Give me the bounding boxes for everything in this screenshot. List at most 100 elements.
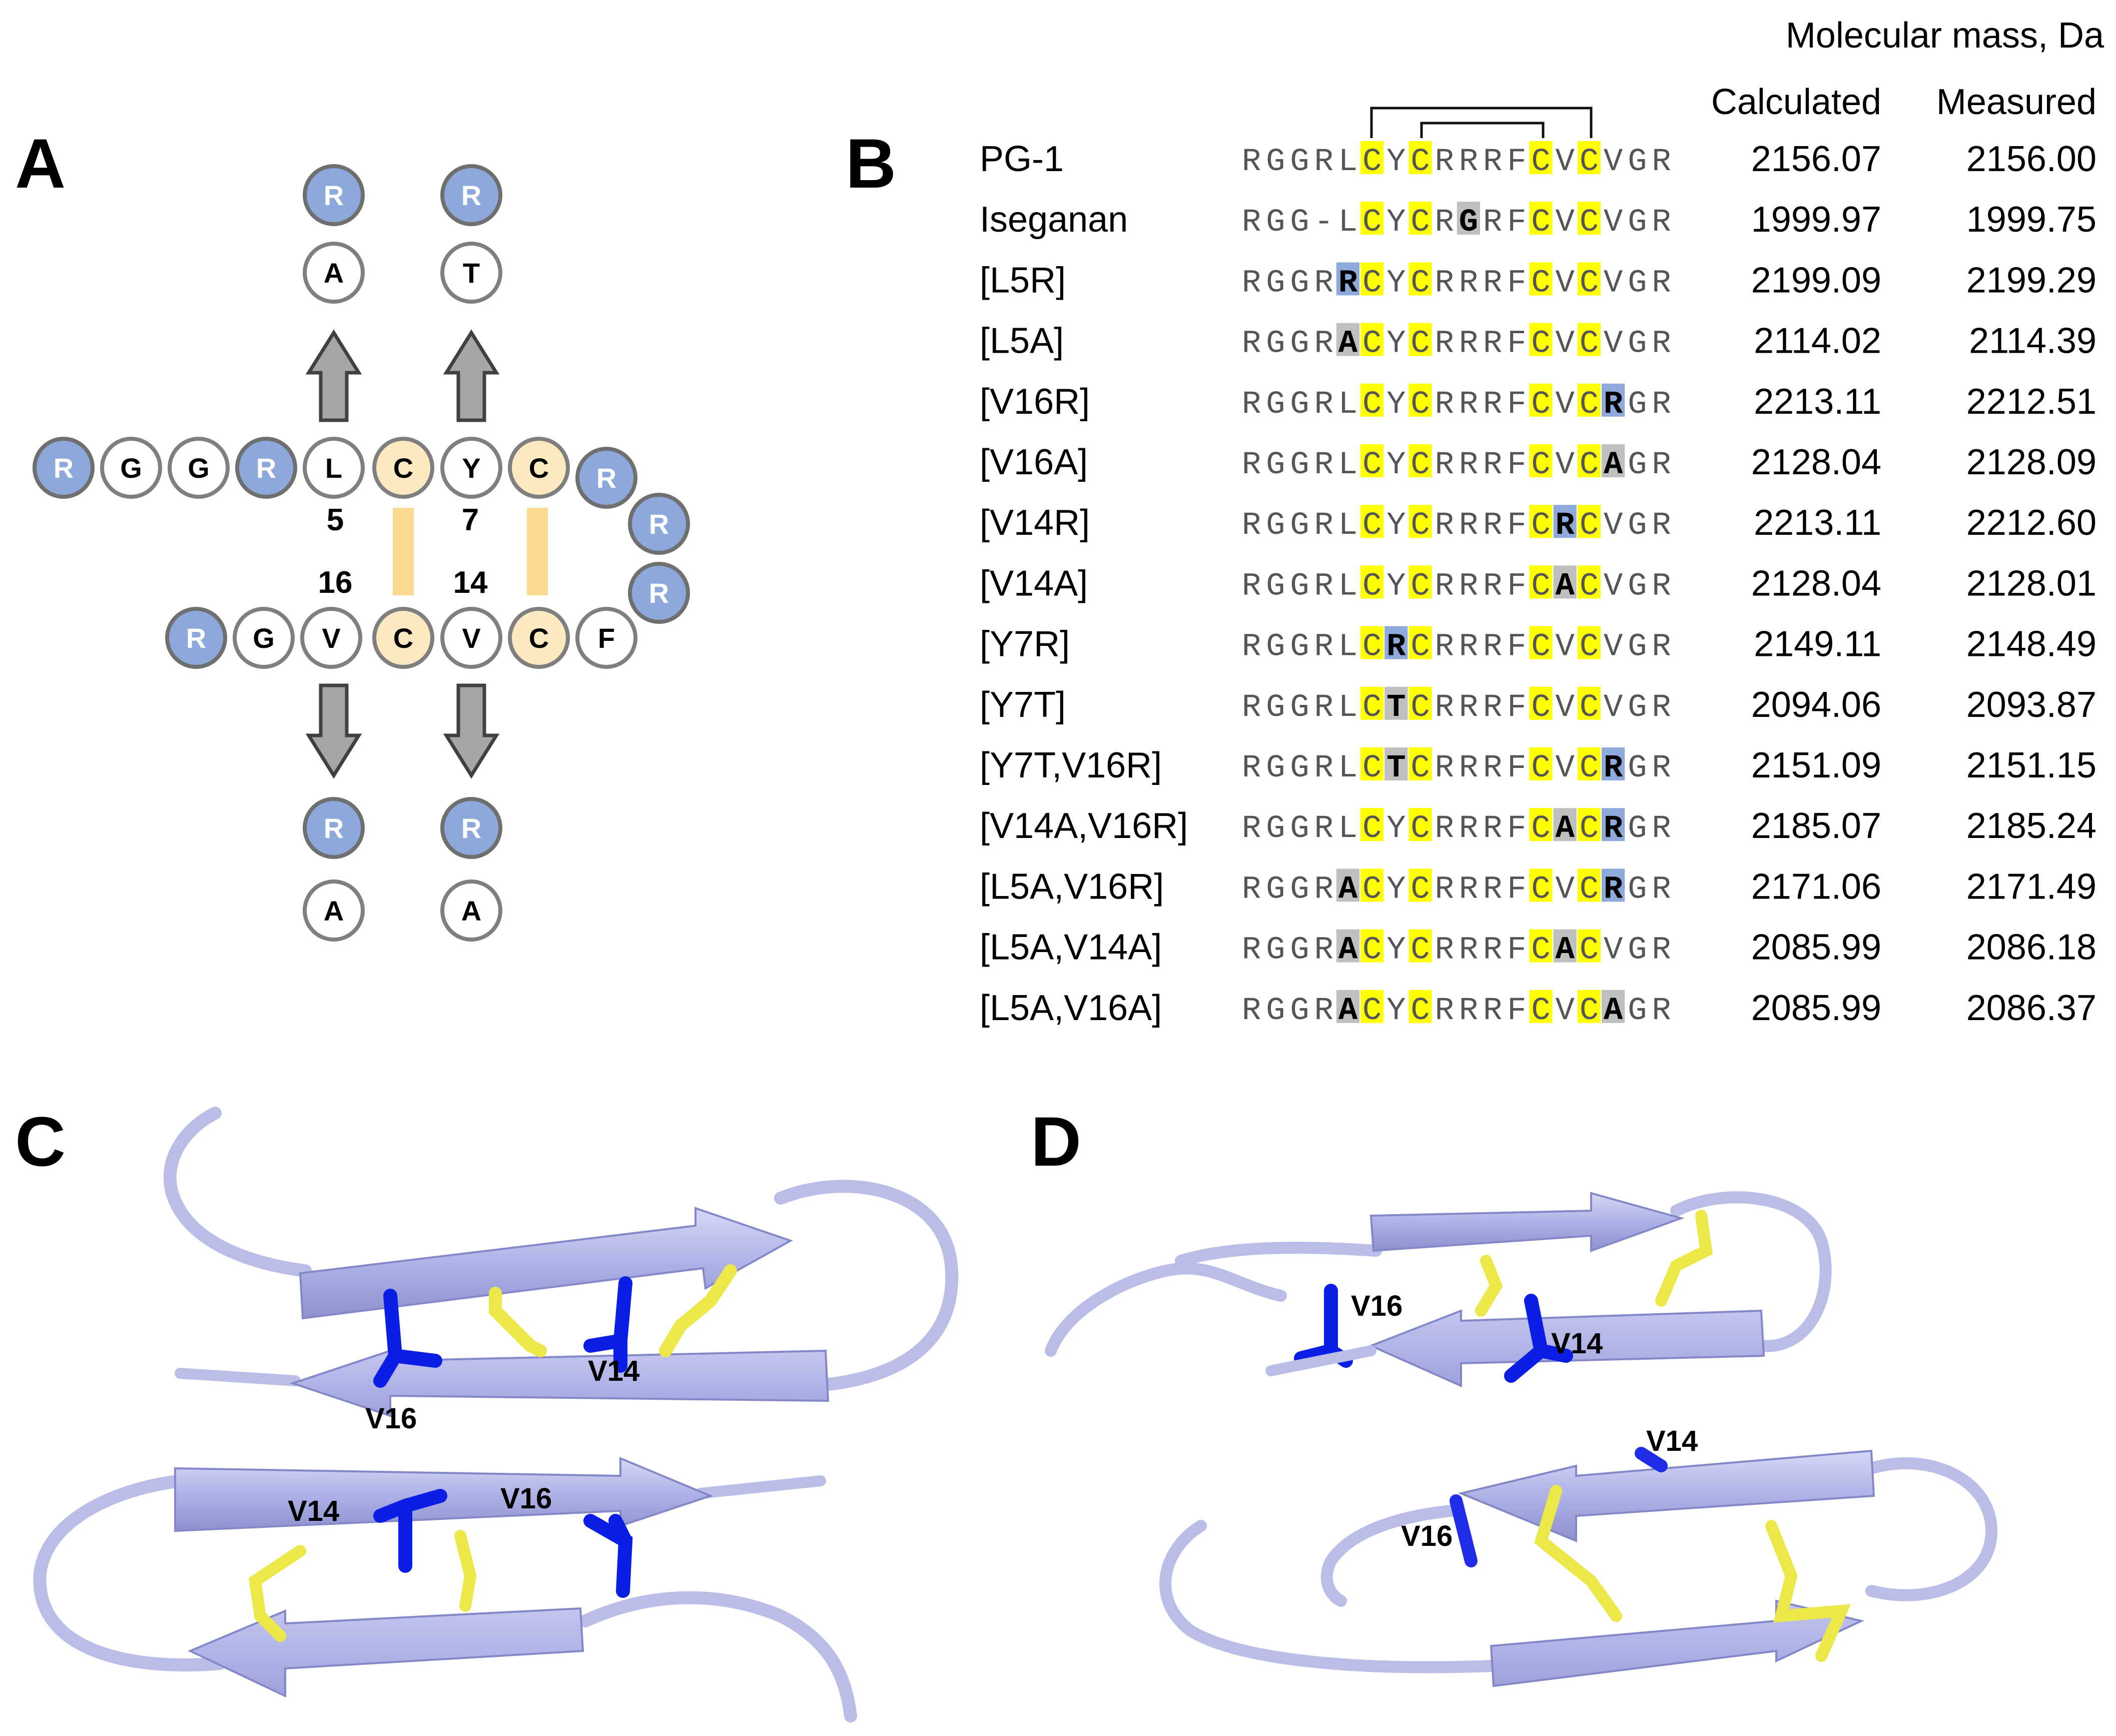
sequence-letter: R (1483, 629, 1502, 665)
sequence-letter: R (1242, 326, 1261, 362)
residue-highlight (1529, 929, 1553, 963)
sequence-letter: V (1555, 144, 1575, 180)
disulfide-bond (1765, 1520, 1851, 1662)
sequence-letter: A (1338, 326, 1358, 362)
sequence-letter: R (1314, 144, 1333, 180)
residue-highlight (1529, 383, 1553, 417)
sequence-letter: G (1290, 508, 1309, 544)
residue-highlight (1577, 383, 1601, 417)
sequence-letter: R (1483, 144, 1502, 180)
residue-highlight (1577, 505, 1601, 538)
residue-highlight (1408, 565, 1432, 599)
residue-highlight (1457, 202, 1480, 235)
residue-highlight (1360, 444, 1384, 477)
sequence-letter: C (1531, 872, 1550, 908)
disulfide-bar (527, 508, 548, 595)
peptide-name: [L5A] (980, 321, 1064, 361)
peptide-name: [V14A] (980, 563, 1088, 603)
sequence-letter: C (1410, 387, 1430, 423)
sequence-letter: C (1580, 144, 1599, 180)
sequence-letter: R (1459, 568, 1478, 604)
sequence-letter: G (1266, 144, 1285, 180)
residue-highlight (1529, 626, 1553, 659)
valine-side-chain (373, 1489, 447, 1573)
sequence-letter: G (1266, 933, 1285, 969)
sequence-letter: R (1435, 326, 1454, 362)
sequence-letter: G (1290, 872, 1309, 908)
residue-highlight (1553, 565, 1577, 599)
sequence-letter: R (1242, 629, 1261, 665)
sequence-letter: R (1459, 750, 1478, 786)
sequence-letter: R (1459, 993, 1478, 1029)
panel-label-d: D (1031, 1102, 1081, 1181)
residue-highlight (1529, 444, 1553, 477)
peptide-name: [Y7R] (980, 624, 1070, 664)
calculated-mass: 2199.09 (1751, 260, 1881, 300)
sequence-letter: G (1266, 811, 1285, 847)
residue-letter: V (322, 622, 340, 654)
calculated-mass: 2156.07 (1751, 139, 1881, 179)
sequence-letter: R (1652, 205, 1671, 241)
sequence-letter: G (1628, 933, 1647, 969)
sequence-letter: C (1531, 811, 1550, 847)
sequence-letter: R (1483, 872, 1502, 908)
residue-circle: C (372, 607, 434, 669)
coil (33, 1474, 227, 1671)
position-number-7: 7 (462, 503, 479, 537)
sequence-letter: V (1604, 629, 1623, 665)
sequence-letter: C (1362, 447, 1381, 483)
sequence-letter: C (1531, 326, 1550, 362)
sequence-letter: G (1290, 750, 1309, 786)
residue-highlight (1577, 686, 1601, 720)
sequence-letter: R (1435, 750, 1454, 786)
sequence-letter: C (1410, 265, 1430, 301)
sequence-letter: R (1604, 387, 1623, 423)
sequence-letter: Y (1386, 568, 1405, 604)
sequence-letter: R (1435, 690, 1454, 726)
sequence-letter: R (1459, 144, 1478, 180)
sequence-letter: R (1435, 144, 1454, 180)
residue-circle: C (372, 437, 434, 499)
sequence-letter: C (1410, 629, 1430, 665)
residue-circle: C (508, 607, 570, 669)
measured-mass: 2128.01 (1966, 563, 2096, 603)
sequence-letter: Y (1386, 326, 1405, 362)
valine-side-chain (583, 1514, 633, 1598)
residue-highlight (1408, 444, 1432, 477)
sequence-letter: R (1314, 811, 1333, 847)
sequence-letter: A (1338, 993, 1358, 1029)
residue-circle: L (303, 437, 365, 499)
sequence-letter: R (1604, 811, 1623, 847)
residue-letter: F (598, 622, 615, 654)
coil (695, 1475, 826, 1499)
sequence-letter: C (1531, 568, 1550, 604)
sequence-letter: C (1362, 265, 1381, 301)
sequence-letter: R (1435, 265, 1454, 301)
sequence-letter: R (1652, 872, 1671, 908)
calculated-mass: 2114.02 (1754, 321, 1881, 361)
beta-strand (1368, 1309, 1765, 1388)
sequence-letter: Y (1386, 811, 1405, 847)
sequence-letter: R (1483, 447, 1502, 483)
residue-highlight (1529, 869, 1553, 902)
coil (163, 1107, 312, 1277)
sequence-letter: R (1652, 508, 1671, 544)
residue-highlight (1360, 565, 1384, 599)
residue-letter: L (325, 452, 342, 484)
residue-circle: T (440, 242, 502, 304)
residue-highlight (1553, 929, 1577, 963)
sequence-letter: C (1362, 326, 1381, 362)
residue-circle: R (303, 797, 365, 859)
sequence-letter: V (1555, 872, 1575, 908)
coil (1045, 1262, 1287, 1357)
sequence-letter: C (1531, 750, 1550, 786)
sequence-letter: L (1338, 387, 1357, 423)
coil (1265, 1345, 1376, 1376)
residue-highlight (1408, 505, 1432, 538)
calculated-mass: 2085.99 (1751, 988, 1881, 1028)
